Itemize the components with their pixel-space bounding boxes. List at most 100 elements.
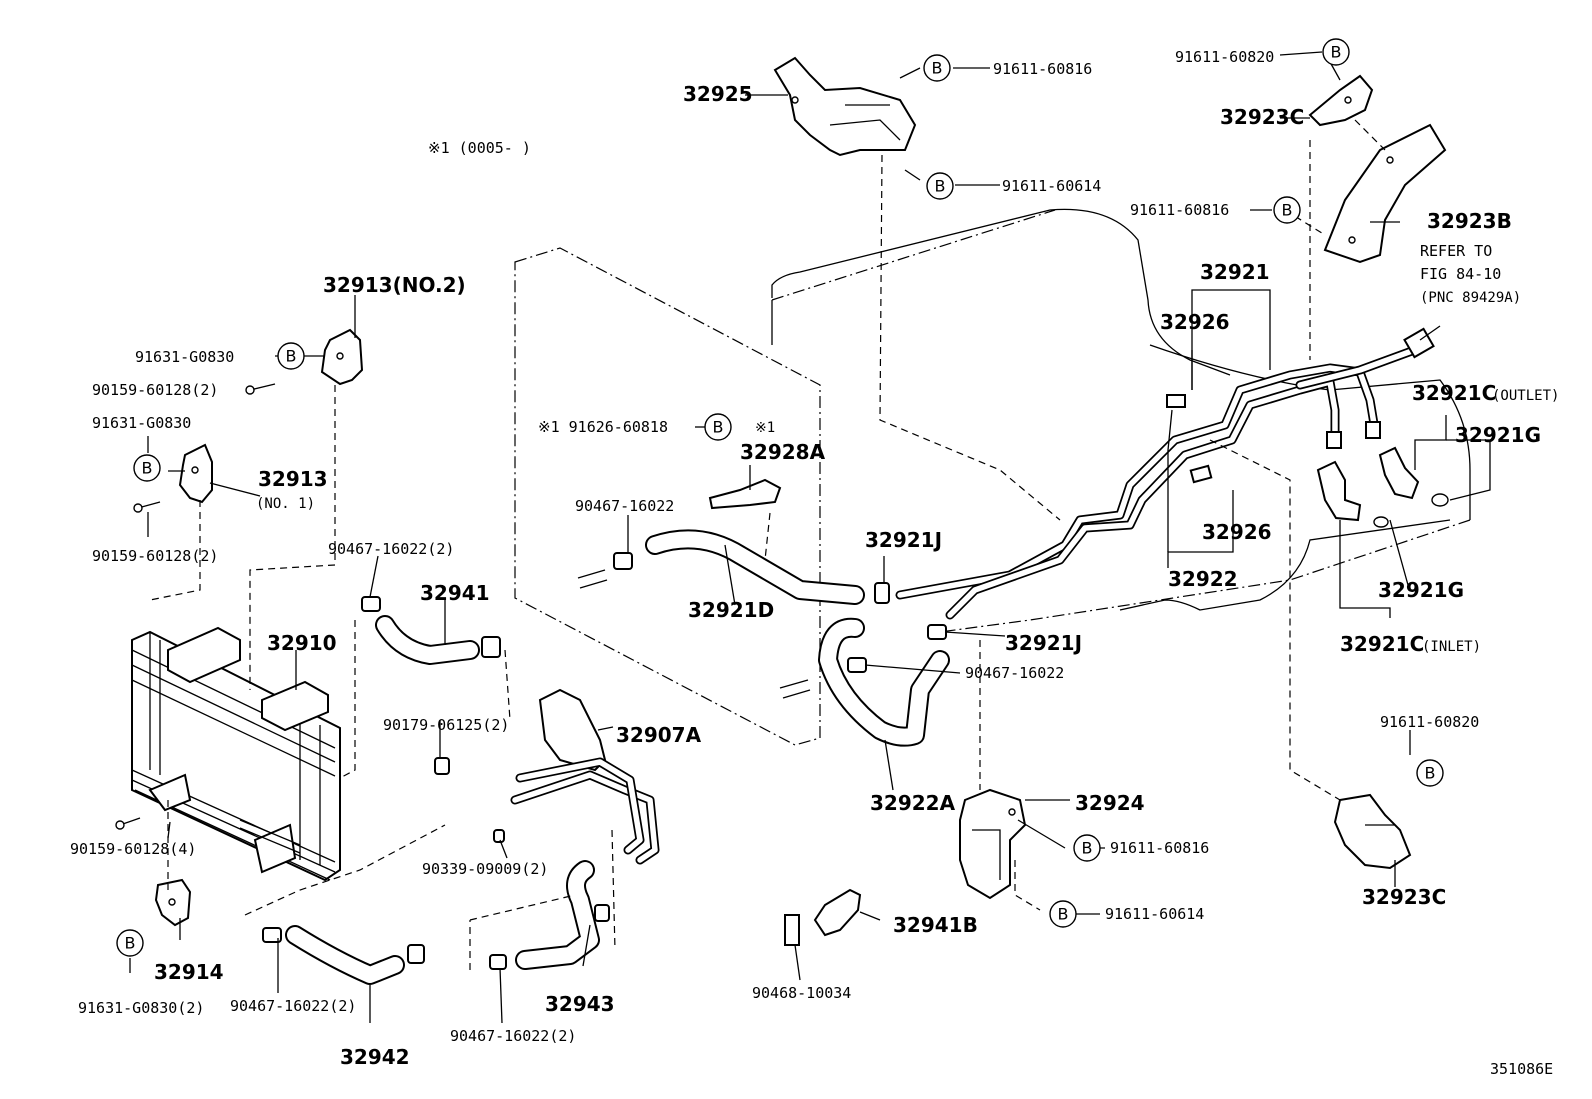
bracket-32913-no2	[320, 328, 364, 386]
bracket-32923B	[1323, 123, 1447, 264]
label-32923C: 32923C	[1362, 885, 1446, 909]
label-32921J: 32921J	[865, 528, 942, 552]
svg-text:B: B	[1282, 201, 1293, 220]
hoses	[285, 529, 950, 985]
label-32921J: 32921J	[1005, 631, 1082, 655]
b-marker: B	[1322, 38, 1350, 66]
label-32942: 32942	[340, 1045, 410, 1069]
b-marker: B	[926, 172, 954, 200]
callout-labels: 32925 91611-60816 91611-60614 ※1 (0005- …	[70, 48, 1559, 1078]
b-marker: B	[133, 454, 161, 482]
label-90159-60128: 90159-60128(2)	[92, 381, 218, 399]
no1-label: (NO. 1)	[256, 496, 315, 512]
label-90467-16022-2: 90467-16022(2)	[328, 540, 454, 558]
tube-bracket-32907A	[510, 688, 660, 865]
label-32921C: 32921C	[1412, 381, 1496, 405]
label-90467-16022-2: 90467-16022(2)	[230, 997, 356, 1015]
label-90179-06125: 90179-06125(2)	[383, 716, 509, 734]
label-32913-no2: 32913(NO.2)	[323, 273, 466, 297]
bracket-32924	[959, 788, 1027, 900]
label-90467-16022: 90467-16022	[575, 497, 674, 515]
label-32907A: 32907A	[616, 723, 702, 747]
svg-text:B: B	[935, 177, 946, 196]
label-91631-G0830: 91631-G0830	[135, 348, 234, 366]
bracket-32923C-top	[1308, 74, 1374, 127]
b-marker: B	[1049, 900, 1077, 928]
b-marker: B	[1416, 759, 1444, 787]
svg-text:B: B	[1425, 764, 1436, 783]
b-marker: B	[704, 413, 732, 441]
b-marker: B	[277, 342, 305, 370]
bracket-32925	[773, 56, 917, 157]
label-91611-60816: 91611-60816	[1110, 839, 1209, 857]
guide-lines	[149, 119, 1386, 970]
label-32910: 32910	[267, 631, 337, 655]
label-90339-09009: 90339-09009(2)	[422, 860, 548, 878]
svg-text:B: B	[1058, 905, 1069, 924]
svg-text:B: B	[1082, 839, 1093, 858]
label-32926: 32926	[1160, 310, 1230, 334]
inlet-label: (INLET)	[1422, 639, 1481, 655]
label-91611-60820: 91611-60820	[1175, 48, 1274, 66]
label-32923B: 32923B	[1427, 209, 1512, 233]
svg-text:B: B	[713, 418, 724, 437]
b-markers: B B B B B B B B B B B	[116, 38, 1444, 957]
leader-lines	[129, 51, 1491, 1024]
svg-text:B: B	[932, 59, 943, 78]
b-marker: B	[923, 54, 951, 82]
label-91611-60816: 91611-60816	[1130, 201, 1229, 219]
note-1: ※1 (0005- )	[428, 139, 531, 157]
svg-text:B: B	[142, 459, 153, 478]
refer-note: FIG 84-10	[1420, 265, 1501, 283]
hose-clamps	[262, 552, 947, 970]
label-91611-60614: 91611-60614	[1105, 905, 1204, 923]
label-32922A: 32922A	[870, 791, 956, 815]
label-90468-10034: 90468-10034	[752, 984, 851, 1002]
bracket-32923C-low	[1333, 793, 1412, 870]
label-91611-60816: 91611-60816	[993, 60, 1092, 78]
label-32924: 32924	[1075, 791, 1145, 815]
radiator-panel	[514, 247, 821, 746]
label-32922: 32922	[1168, 567, 1238, 591]
label-90159-60128: 90159-60128(2)	[92, 547, 218, 565]
screws	[115, 383, 276, 830]
label-91631-G0830: 91631-G0830	[92, 414, 191, 432]
note-1-small: ※1	[755, 420, 775, 436]
refer-note: (PNC 89429A)	[1420, 290, 1521, 306]
label-32941B: 32941B	[893, 913, 978, 937]
bracket-32914	[154, 878, 192, 927]
label-91611-60614: 91611-60614	[1002, 177, 1101, 195]
label-32921C: 32921C	[1340, 632, 1424, 656]
label-90467-16022-2: 90467-16022(2)	[450, 1027, 576, 1045]
label-32925: 32925	[683, 82, 753, 106]
label-91611-60820: 91611-60820	[1380, 713, 1479, 731]
outlet-label: (OUTLET)	[1492, 388, 1559, 404]
label-90467-16022: 90467-16022	[965, 664, 1064, 682]
svg-text:B: B	[1331, 43, 1342, 62]
label-32943: 32943	[545, 992, 615, 1016]
label-32913: 32913	[258, 467, 328, 491]
label-32923C: 32923C	[1220, 105, 1304, 129]
b-marker: B	[116, 929, 144, 957]
b-marker: B	[1273, 196, 1301, 224]
union-fittings	[1316, 446, 1449, 528]
label-90159-60128-4: 90159-60128(4)	[70, 840, 196, 858]
label-91626-60818: ※1 91626-60818	[538, 418, 668, 436]
cooler-pipes	[895, 327, 1435, 620]
bracket-32913-no1	[178, 443, 213, 504]
label-32914: 32914	[154, 960, 224, 984]
label-32921D: 32921D	[688, 598, 774, 622]
bracket-32928A	[708, 478, 782, 510]
refer-note: REFER TO	[1420, 242, 1492, 260]
label-91631-G0830-2: 91631-G0830(2)	[78, 999, 204, 1017]
label-32941: 32941	[420, 581, 490, 605]
engine-outline	[771, 208, 1471, 633]
oil-cooler-32910	[131, 626, 341, 882]
label-32921: 32921	[1200, 260, 1270, 284]
label-32926: 32926	[1202, 520, 1272, 544]
label-32921G: 32921G	[1378, 578, 1464, 602]
label-32928A: 32928A	[740, 440, 826, 464]
b-marker: B	[1073, 834, 1101, 862]
svg-text:B: B	[125, 934, 136, 953]
label-32921G: 32921G	[1455, 423, 1541, 447]
